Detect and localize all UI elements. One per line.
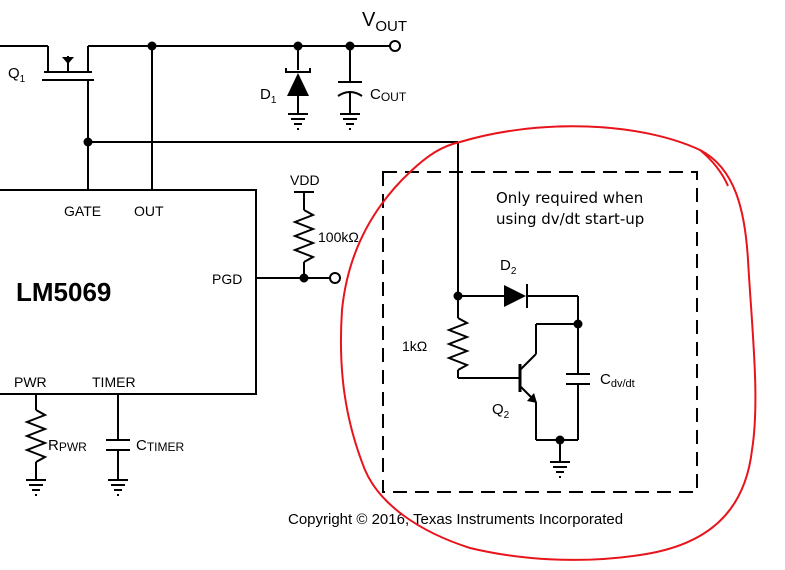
q2-label: Q2 (492, 401, 510, 421)
r100k-label: 100kΩ (318, 229, 359, 245)
ground-cout (340, 113, 360, 130)
pgd-terminal (329, 272, 341, 284)
capacitor-cout (337, 46, 363, 114)
cdvdt-label: Cdv/dt (600, 371, 635, 390)
vout-rail (0, 40, 401, 56)
capacitor-cdvdt (566, 324, 590, 440)
cout-label: COUT (370, 86, 407, 104)
pin-pgd-label: PGD (212, 271, 242, 287)
ground-ctimer (108, 479, 128, 496)
d2-label: D2 (500, 257, 517, 277)
gate-net (83, 137, 459, 296)
resistor-1k (446, 296, 520, 379)
resistor-100k (292, 191, 316, 278)
vout-terminal (389, 40, 401, 52)
resistor-rpwr (24, 394, 48, 480)
mosfet-q1 (42, 56, 94, 142)
rpwr-label: RPWR (48, 437, 87, 454)
ic-lm5069 (0, 189, 257, 395)
ground-q2 (550, 435, 570, 478)
note-line1: Only required when (496, 189, 643, 207)
pin-timer-label: TIMER (92, 374, 136, 390)
ic-name: LM5069 (16, 277, 111, 307)
pin-gate-label: GATE (64, 203, 101, 219)
capacitor-ctimer (106, 394, 130, 480)
pin-out-label: OUT (134, 203, 164, 219)
transistor-q2 (518, 323, 578, 441)
vout-label: VOUT (362, 9, 407, 35)
ctimer-label: CTIMER (136, 437, 185, 454)
ground-d1 (288, 113, 308, 130)
ground-rpwr (26, 479, 46, 496)
diode-d2 (453, 284, 583, 329)
q1-label: Q1 (8, 65, 26, 85)
note-line2: using dv/dt start-up (496, 210, 644, 228)
dvdt-dashed-box (382, 171, 698, 493)
copyright-text: Copyright © 2016, Texas Instruments Inco… (288, 511, 623, 528)
pin-pwr-label: PWR (14, 374, 47, 390)
r1k-label: 1kΩ (402, 338, 427, 354)
red-annotation-circle (339, 125, 757, 561)
vdd-label: VDD (290, 172, 320, 188)
d1-label: D1 (260, 86, 277, 106)
diode-d1 (285, 46, 311, 114)
pgd-net (256, 272, 341, 284)
